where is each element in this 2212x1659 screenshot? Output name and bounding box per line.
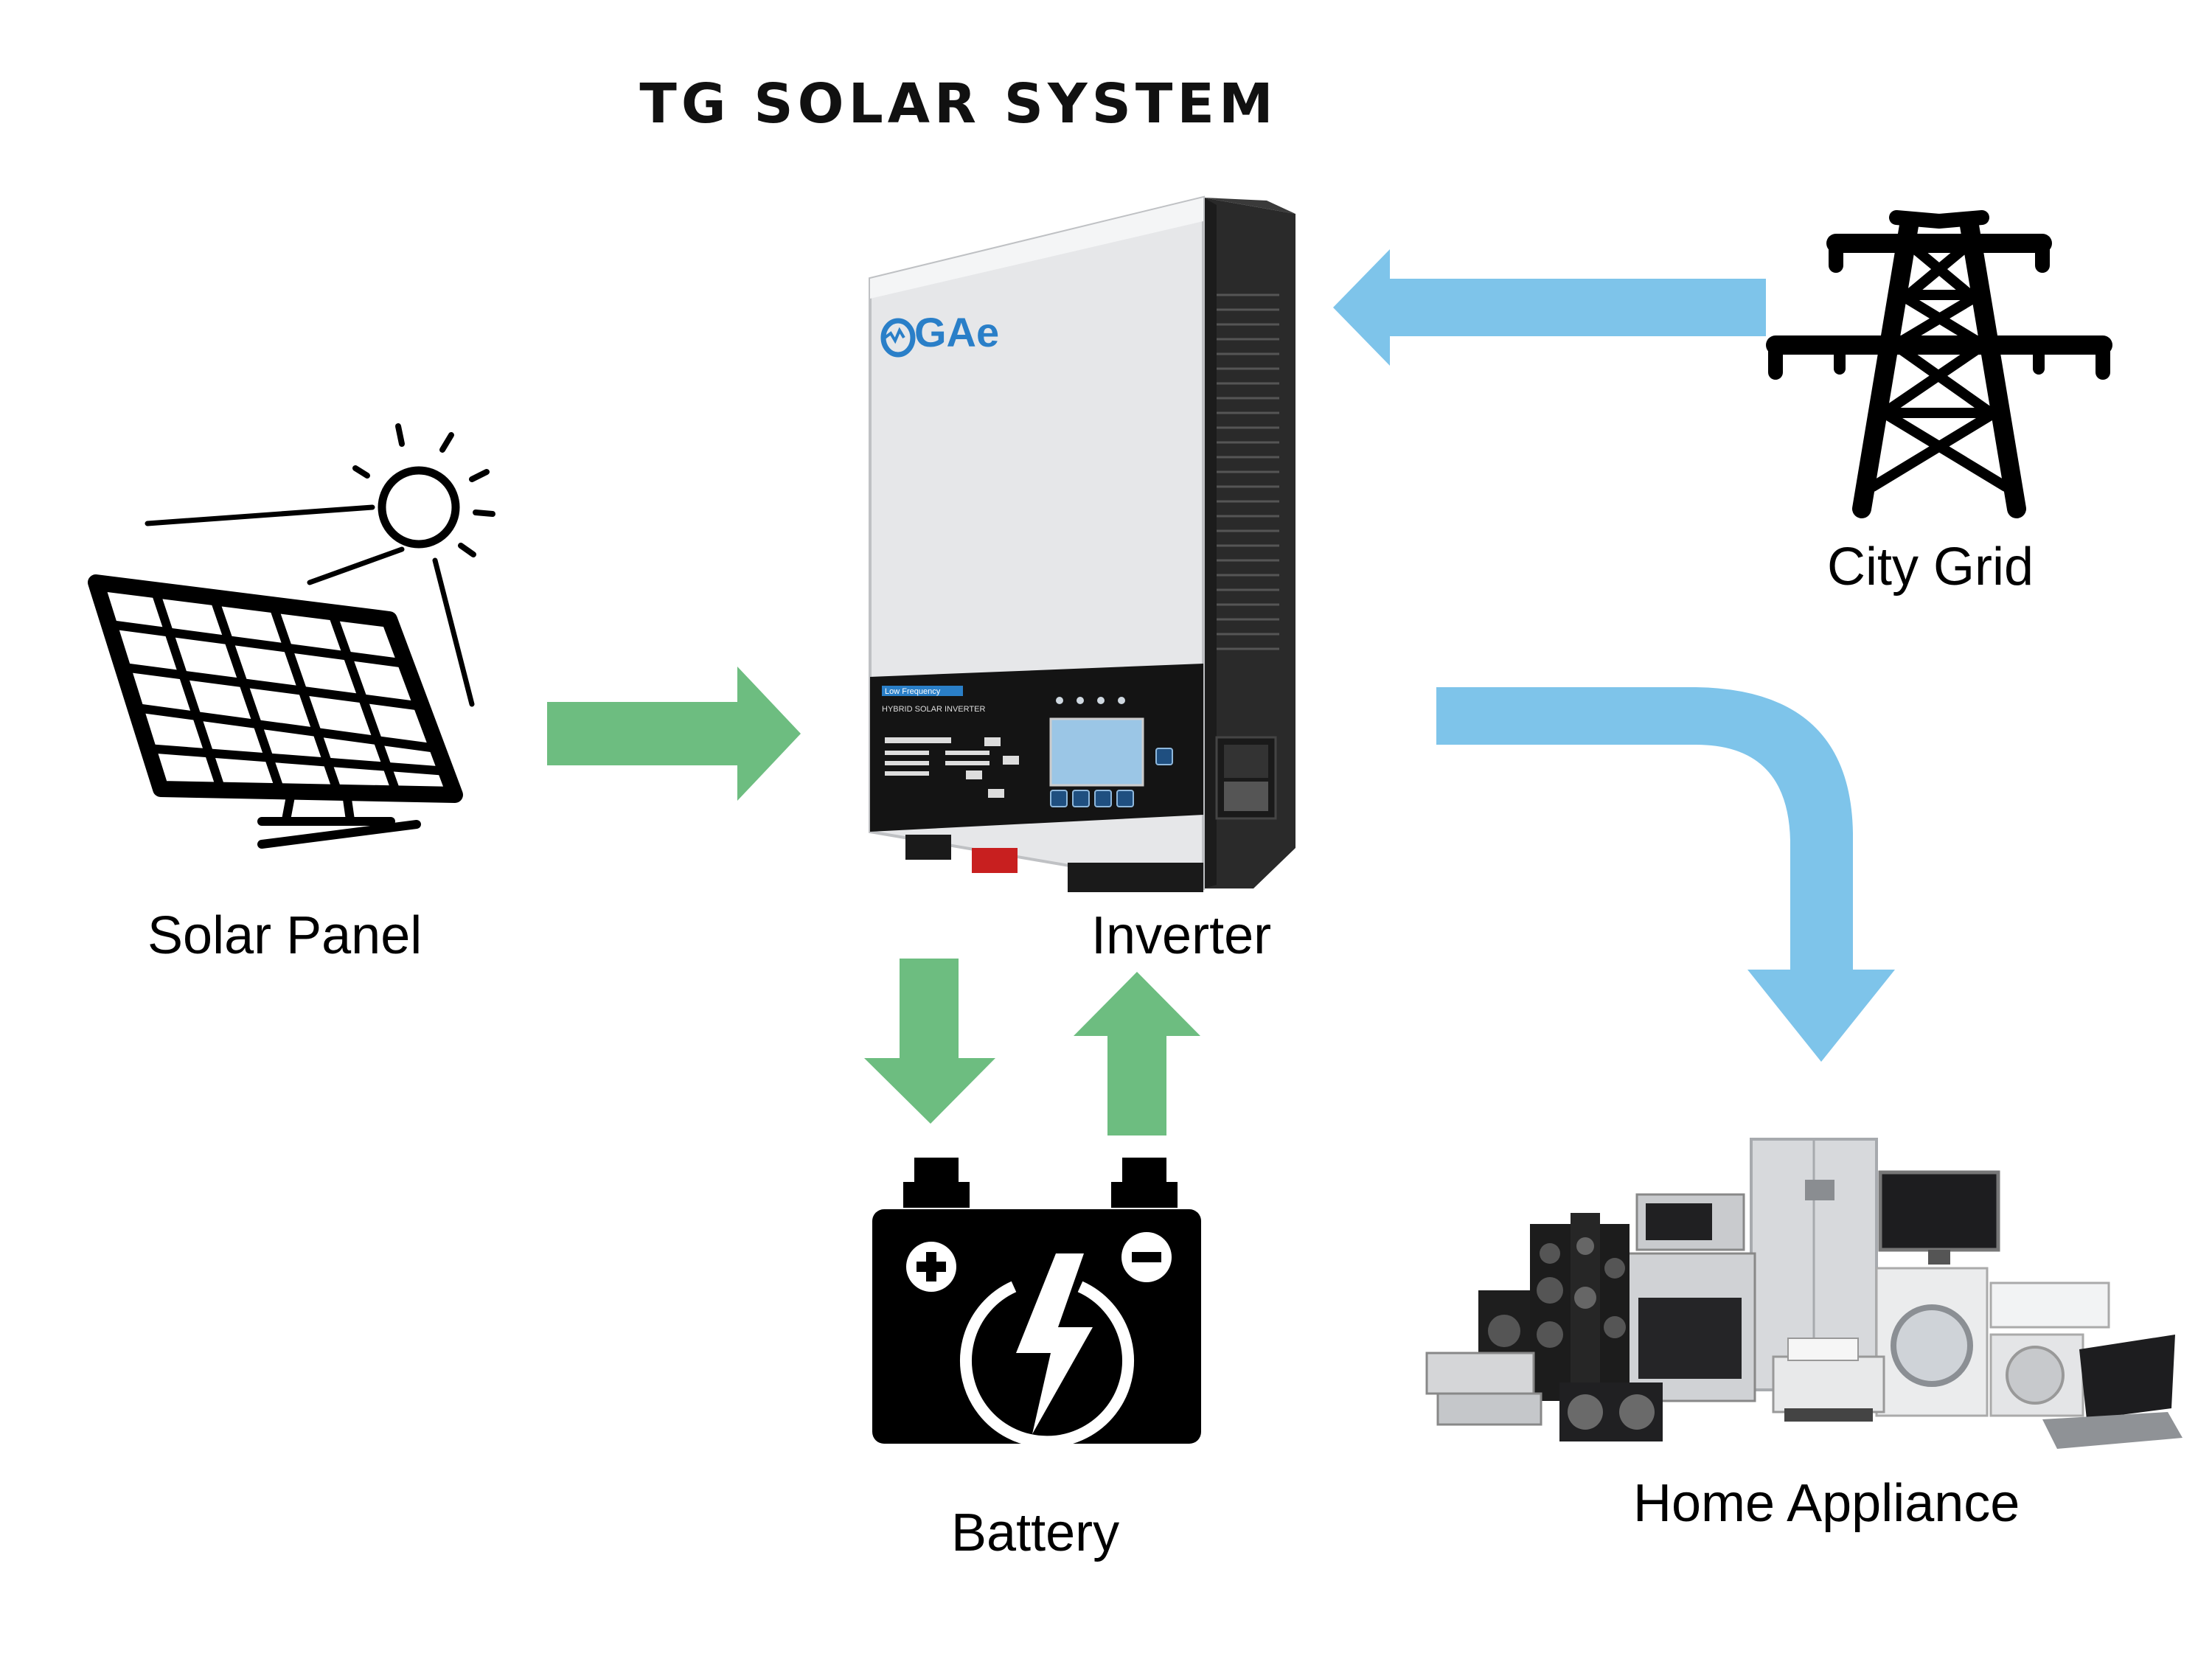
terminal-positive bbox=[972, 848, 1018, 873]
arrow-inverter-to-appliances bbox=[1436, 687, 1895, 1062]
lcd-screen bbox=[1049, 717, 1144, 787]
terminal-negative bbox=[905, 835, 951, 860]
inverter-device: GAe Low Frequency HYBRID SOLAR INVERTER bbox=[869, 195, 1295, 892]
page-title: TG SOLAR SYSTEM bbox=[639, 72, 1278, 136]
label-battery: Battery bbox=[951, 1503, 1120, 1562]
arrow-grid-to-inverter bbox=[1333, 249, 1766, 366]
home-appliances-image bbox=[1425, 1138, 2183, 1449]
arrow-solar-to-inverter bbox=[547, 667, 801, 801]
panel-badge: Low Frequency bbox=[885, 687, 941, 696]
brand-logo: GAe bbox=[880, 309, 999, 358]
label-solar-panel: Solar Panel bbox=[147, 906, 422, 965]
panel-product-name: HYBRID SOLAR INVERTER bbox=[882, 705, 985, 714]
label-home-appliance: Home Appliance bbox=[1633, 1474, 2020, 1533]
label-inverter: Inverter bbox=[1091, 906, 1272, 965]
brand-text: GAe bbox=[914, 309, 999, 355]
solar-panel-icon bbox=[88, 423, 495, 849]
arrow-inverter-to-battery bbox=[864, 959, 995, 1124]
battery-icon bbox=[872, 1158, 1201, 1448]
sun-icon bbox=[145, 423, 495, 707]
label-city-grid: City Grid bbox=[1827, 538, 2034, 597]
power-tower-icon bbox=[1766, 210, 2112, 518]
arrow-battery-to-inverter bbox=[1074, 972, 1200, 1135]
